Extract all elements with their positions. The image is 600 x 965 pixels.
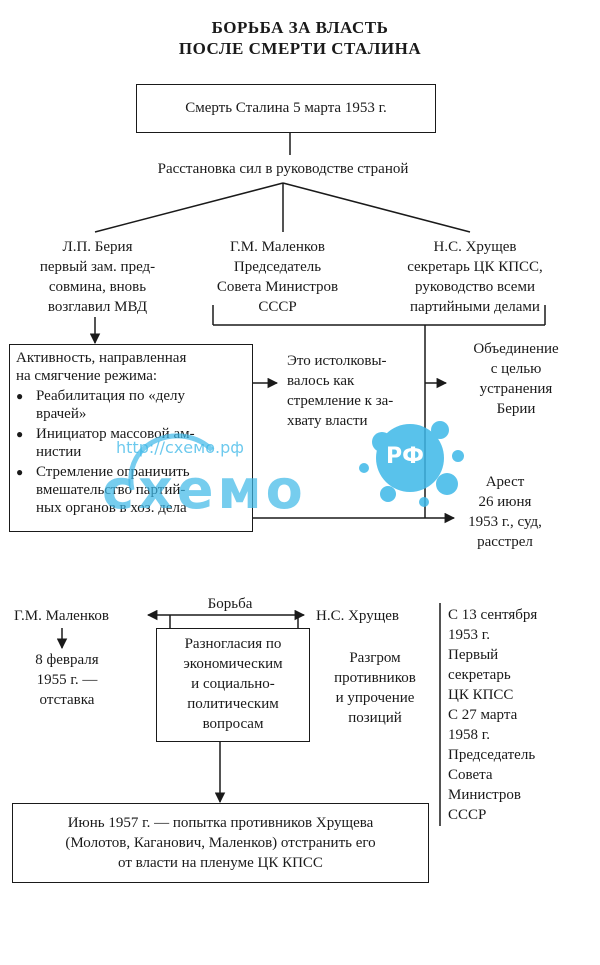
title-line-2: ПОСЛЕ СМЕРТИ СТАЛИНА xyxy=(178,39,422,58)
khrushchev-top-line-4: партийными делами xyxy=(410,299,540,315)
disagreements-line-2: экономическим xyxy=(183,656,283,672)
disagreements-line-4: политическим xyxy=(187,696,279,712)
posts-line-2: 1953 г. xyxy=(448,627,490,643)
interpretation-line-1: Это истолковы- xyxy=(287,353,387,369)
interpretation-line-2: валось как xyxy=(287,373,355,389)
interpretation-line-4: хвату власти xyxy=(287,413,368,429)
arrest-line-2: 26 июня xyxy=(478,494,532,510)
union-line-1: Объединение xyxy=(473,341,559,357)
activity-item-3-line-3: ных органов в хоз. дела xyxy=(36,500,187,516)
activity-item-rehabilitation: Реабилитация по «делу врачей» xyxy=(14,387,250,423)
posts-line-10: Министров xyxy=(448,787,521,803)
disagreements-line-3: и социально- xyxy=(191,676,275,692)
posts-line-5: ЦК КПСС xyxy=(448,687,514,703)
activity-item-amnesty: Инициатор массовой ам- нистии xyxy=(14,425,250,461)
malenkov-top-name: Г.М. Маленков xyxy=(230,239,325,255)
rout-line-1: Разгром xyxy=(349,650,401,666)
khrushchev-top-line-3: руководство всеми xyxy=(415,279,535,295)
posts-line-7: 1958 г. xyxy=(448,727,490,743)
khrushchev-top-line-2: секретарь ЦК КПСС, xyxy=(407,259,543,275)
june-line-2: (Молотов, Каганович, Маленков) отстранит… xyxy=(65,835,376,851)
title-line-1: БОРЬБА ЗА ВЛАСТЬ xyxy=(211,18,389,37)
union-line-3: устранения xyxy=(479,381,553,397)
activity-list: Реабилитация по «делу врачей» Инициатор … xyxy=(14,387,250,517)
resignation-line-2: 1955 г. — xyxy=(36,672,98,688)
rout-line-3: и упрочение xyxy=(335,690,415,706)
activity-item-3-line-2: вмешательство партий- xyxy=(36,482,186,498)
activity-box: Активность, направленная на смягчение ре… xyxy=(9,344,253,532)
beria-line-2: первый зам. пред- xyxy=(39,259,156,275)
khrushchev-top-name: Н.С. Хрущев xyxy=(433,239,517,255)
arrest-line-4: расстрел xyxy=(477,534,533,550)
posts-line-6: С 27 марта xyxy=(448,707,518,723)
activity-item-2-line-1: Инициатор массовой ам- xyxy=(36,426,195,442)
disagreements-line-1: Разногласия по xyxy=(184,636,282,652)
posts-line-8: Председатель xyxy=(448,747,536,763)
disagreements-box: Разногласия по экономическим и социально… xyxy=(156,628,310,742)
malenkov-bottom-name: Г.М. Маленков xyxy=(14,608,109,624)
malenkov-top-line-2: Председатель xyxy=(233,259,322,275)
posts-line-4: секретарь xyxy=(448,667,511,683)
resignation-line-1: 8 февраля xyxy=(35,652,99,668)
june-1957-box: Июнь 1957 г. — попытка противников Хруще… xyxy=(12,803,429,883)
death-box: Смерть Сталина 5 марта 1953 г. xyxy=(136,84,436,133)
rout-line-4: позиций xyxy=(348,710,402,726)
posts-line-3: Первый xyxy=(448,647,499,663)
june-line-1: Июнь 1957 г. — попытка противников Хруще… xyxy=(67,815,374,831)
posts-line-1: С 13 сентября xyxy=(448,607,538,623)
activity-item-limit-party: Стремление ограничить вмешательство парт… xyxy=(14,463,250,517)
activity-item-1-line-2: врачей» xyxy=(36,406,87,422)
arrest-line-3: 1953 г., суд, xyxy=(468,514,542,530)
malenkov-top-line-3: Совета Министров xyxy=(216,279,339,295)
resignation-line-3: отставка xyxy=(39,692,95,708)
arrest-line-1: Арест xyxy=(485,474,525,490)
struggle-label: Борьба xyxy=(207,596,253,612)
union-line-4: Берии xyxy=(496,401,536,417)
activity-item-2-line-2: нистии xyxy=(36,444,82,460)
death-box-text: Смерть Сталина 5 марта 1953 г. xyxy=(185,100,387,116)
beria-name: Л.П. Берия xyxy=(62,239,133,255)
rout-line-2: противников xyxy=(334,670,416,686)
posts-line-9: Совета xyxy=(448,767,493,783)
beria-line-4: возглавил МВД xyxy=(47,299,148,315)
activity-item-3-line-1: Стремление ограничить xyxy=(36,464,190,480)
malenkov-top-line-4: СССР xyxy=(258,299,297,315)
activity-heading-2: на смягчение режима: xyxy=(16,368,158,384)
khrushchev-bottom-name: Н.С. Хрущев xyxy=(316,608,400,624)
activity-item-1-line-1: Реабилитация по «делу xyxy=(36,388,185,404)
beria-line-3: совмина, вновь xyxy=(48,279,147,295)
alignment-label: Расстановка сил в руководстве страной xyxy=(157,161,409,177)
interpretation-line-3: стремление к за- xyxy=(287,393,394,409)
june-line-3: от власти на пленуме ЦК КПСС xyxy=(118,855,323,871)
union-line-2: с целью xyxy=(490,361,542,377)
posts-line-11: СССР xyxy=(448,807,487,823)
disagreements-line-5: вопросам xyxy=(202,716,264,732)
activity-heading-1: Активность, направленная xyxy=(16,350,187,366)
